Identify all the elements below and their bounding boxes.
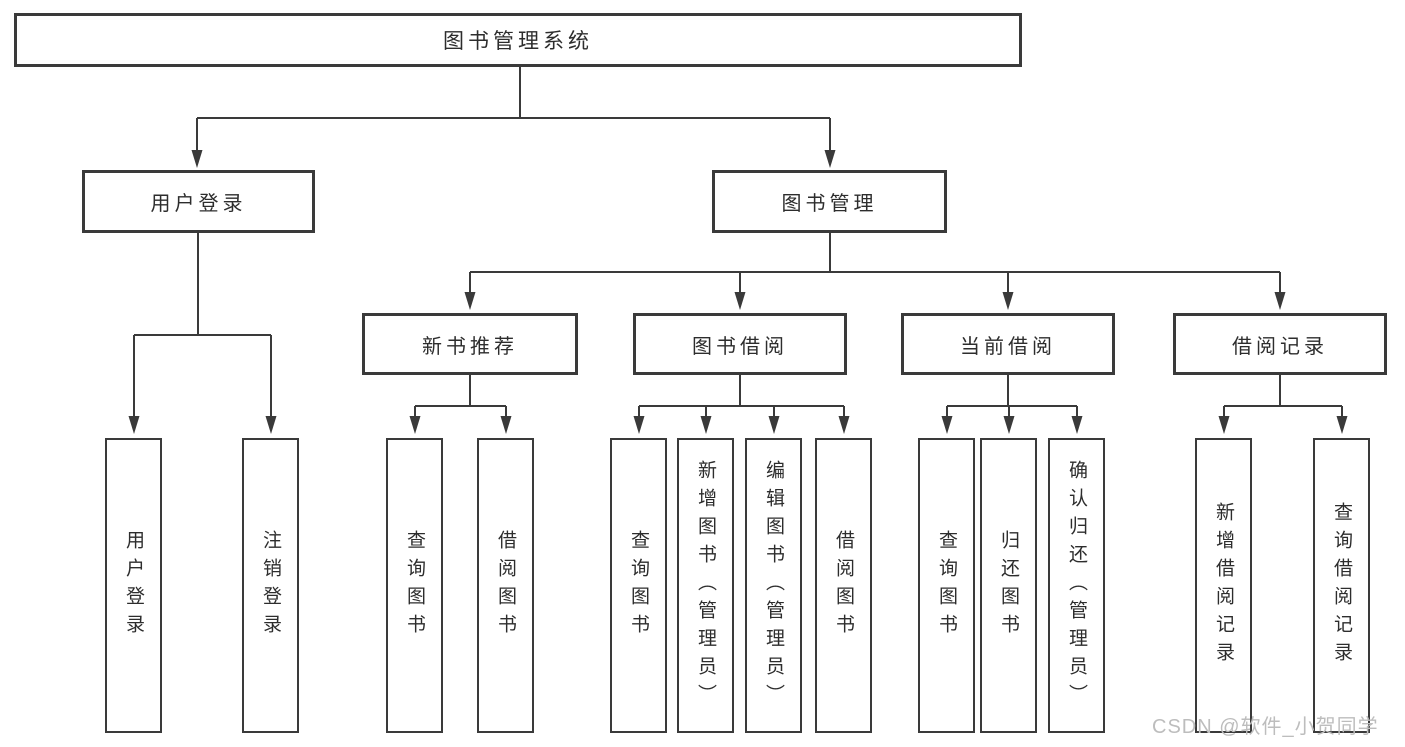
node-book-borrowing-label: 图书借阅	[692, 335, 788, 358]
leaf-logout-label: 注销登录	[260, 529, 281, 642]
leaf-borrow-books-recommendation-label: 借阅图书	[495, 529, 516, 642]
node-new-book-recommendation-label: 新书推荐	[422, 335, 518, 358]
leaf-query-books-recommendation: 查询图书	[386, 438, 443, 733]
leaf-query-books-borrowing: 查询图书	[610, 438, 667, 733]
leaf-borrow-books-recommendation: 借阅图书	[477, 438, 534, 733]
leaf-user-login-label: 用户登录	[123, 529, 144, 642]
node-current-borrowing-label: 当前借阅	[960, 335, 1056, 358]
leaf-add-book-admin: 新增图书（管理员）	[677, 438, 734, 733]
leaf-confirm-return-admin-label: 确认归还（管理员）	[1066, 459, 1087, 712]
leaf-query-books-current-label: 查询图书	[936, 529, 957, 642]
node-book-management: 图书管理	[712, 170, 947, 233]
node-new-book-recommendation: 新书推荐	[362, 313, 578, 375]
leaf-user-login: 用户登录	[105, 438, 162, 733]
leaf-borrow-books-borrowing: 借阅图书	[815, 438, 872, 733]
node-root: 图书管理系统	[14, 13, 1022, 67]
leaf-query-borrowing-record-label: 查询借阅记录	[1331, 501, 1352, 670]
leaf-add-borrowing-record: 新增借阅记录	[1195, 438, 1252, 733]
node-borrowing-records-label: 借阅记录	[1232, 335, 1328, 358]
node-root-label: 图书管理系统	[443, 30, 593, 53]
leaf-return-book-label: 归还图书	[998, 529, 1019, 642]
leaf-query-books-borrowing-label: 查询图书	[628, 529, 649, 642]
leaf-confirm-return-admin: 确认归还（管理员）	[1048, 438, 1105, 733]
node-book-borrowing: 图书借阅	[633, 313, 847, 375]
leaf-borrow-books-borrowing-label: 借阅图书	[833, 529, 854, 642]
leaf-logout: 注销登录	[242, 438, 299, 733]
leaf-return-book: 归还图书	[980, 438, 1037, 733]
leaf-query-borrowing-record: 查询借阅记录	[1313, 438, 1370, 733]
leaf-edit-book-admin-label: 编辑图书（管理员）	[763, 459, 784, 712]
leaf-query-books-recommendation-label: 查询图书	[404, 529, 425, 642]
leaf-query-books-current: 查询图书	[918, 438, 975, 733]
node-user-login-label: 用户登录	[150, 193, 247, 215]
node-user-login: 用户登录	[82, 170, 315, 233]
leaf-add-book-admin-label: 新增图书（管理员）	[695, 459, 716, 712]
node-borrowing-records: 借阅记录	[1173, 313, 1387, 375]
node-book-management-label: 图书管理	[781, 193, 878, 215]
node-current-borrowing: 当前借阅	[901, 313, 1115, 375]
leaf-add-borrowing-record-label: 新增借阅记录	[1213, 501, 1234, 670]
watermark: CSDN @软件_小贺同学	[1152, 716, 1379, 738]
leaf-edit-book-admin: 编辑图书（管理员）	[745, 438, 802, 733]
